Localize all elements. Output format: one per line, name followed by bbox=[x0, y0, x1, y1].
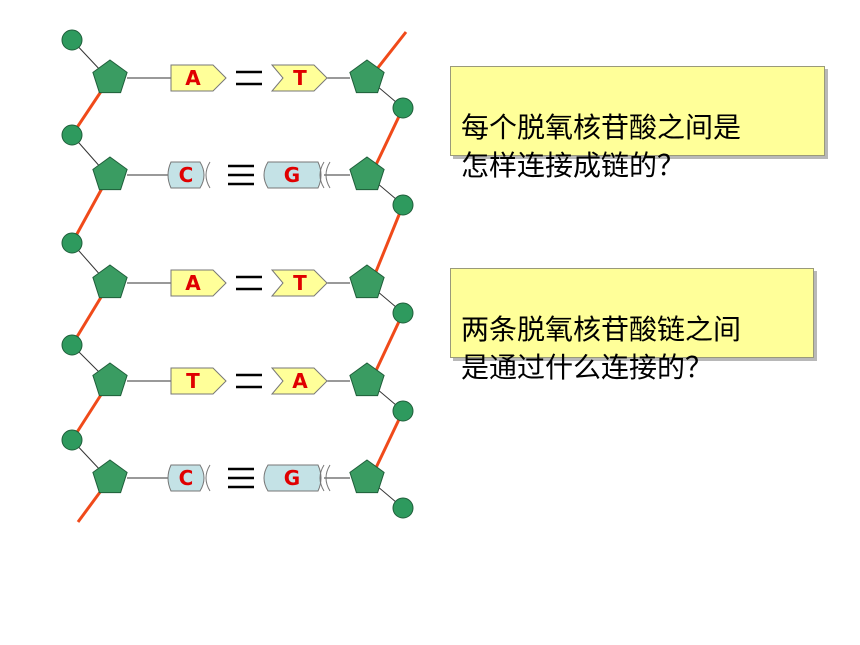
deoxyribose-left bbox=[92, 264, 128, 299]
question-1-text: 每个脱氧核苷酸之间是 怎样连接成链的？ bbox=[461, 111, 742, 182]
base-label-right: G bbox=[284, 163, 300, 187]
tube-end-left bbox=[205, 161, 211, 189]
tube-end-right bbox=[319, 161, 325, 189]
base-label-right: T bbox=[293, 66, 307, 90]
base-label-left: A bbox=[185, 271, 201, 295]
question-box-2: 两条脱氧核苷酸链之间 是通过什么连接的？ bbox=[450, 268, 814, 384]
phosphate-left bbox=[61, 29, 83, 51]
question-2-text: 两条脱氧核苷酸链之间 是通过什么连接的？ bbox=[461, 313, 742, 384]
base-a-left bbox=[170, 64, 227, 92]
phosphodiester-bond-right bbox=[371, 107, 405, 172]
tube-end-right bbox=[319, 464, 325, 492]
phosphate-left bbox=[61, 334, 83, 356]
phosphate-left bbox=[61, 232, 83, 254]
base-c-left bbox=[167, 161, 205, 189]
question-box-1: 每个脱氧核苷酸之间是 怎样连接成链的？ bbox=[450, 66, 825, 182]
phosphodiester-bond-right bbox=[371, 31, 408, 75]
base-label-left: C bbox=[179, 163, 194, 187]
deoxyribose-left bbox=[92, 459, 128, 494]
deoxyribose-right bbox=[349, 459, 385, 494]
phosphate-left bbox=[61, 124, 83, 146]
phosphodiester-bond-right bbox=[371, 410, 405, 475]
base-label-right: A bbox=[292, 369, 308, 393]
base-g-right bbox=[263, 464, 322, 492]
phosphate-right bbox=[392, 302, 414, 324]
base-t-right bbox=[270, 64, 328, 92]
base-label-left: C bbox=[179, 466, 194, 490]
phosphodiester-bond-left bbox=[70, 288, 108, 346]
deoxyribose-right bbox=[349, 156, 385, 191]
base-g-right bbox=[263, 161, 322, 189]
base-t-left bbox=[170, 367, 227, 395]
deoxyribose-left bbox=[92, 156, 128, 191]
deoxyribose-right bbox=[349, 59, 385, 94]
phosphodiester-bond-left bbox=[70, 180, 108, 244]
base-label-right: G bbox=[284, 466, 300, 490]
base-c-left bbox=[167, 464, 205, 492]
phosphate-right bbox=[392, 194, 414, 216]
deoxyribose-right bbox=[349, 362, 385, 397]
base-label-right: T bbox=[293, 271, 307, 295]
phosphate-left bbox=[61, 429, 83, 451]
phosphodiester-bond-right bbox=[371, 204, 405, 280]
tube-end-left bbox=[205, 464, 211, 492]
phosphodiester-bond-right bbox=[371, 312, 405, 378]
phosphate-right bbox=[392, 497, 414, 519]
phosphate-right bbox=[392, 400, 414, 422]
base-label-left: A bbox=[185, 66, 201, 90]
base-a-right bbox=[270, 367, 328, 395]
phosphate-right bbox=[392, 97, 414, 119]
base-label-left: T bbox=[186, 369, 200, 393]
deoxyribose-left bbox=[92, 362, 128, 397]
tube-end-right-2 bbox=[325, 464, 331, 492]
tube-end-right-2 bbox=[325, 161, 331, 189]
base-t-right bbox=[270, 269, 328, 297]
deoxyribose-right bbox=[349, 264, 385, 299]
base-a-left bbox=[170, 269, 227, 297]
deoxyribose-left bbox=[92, 59, 128, 94]
